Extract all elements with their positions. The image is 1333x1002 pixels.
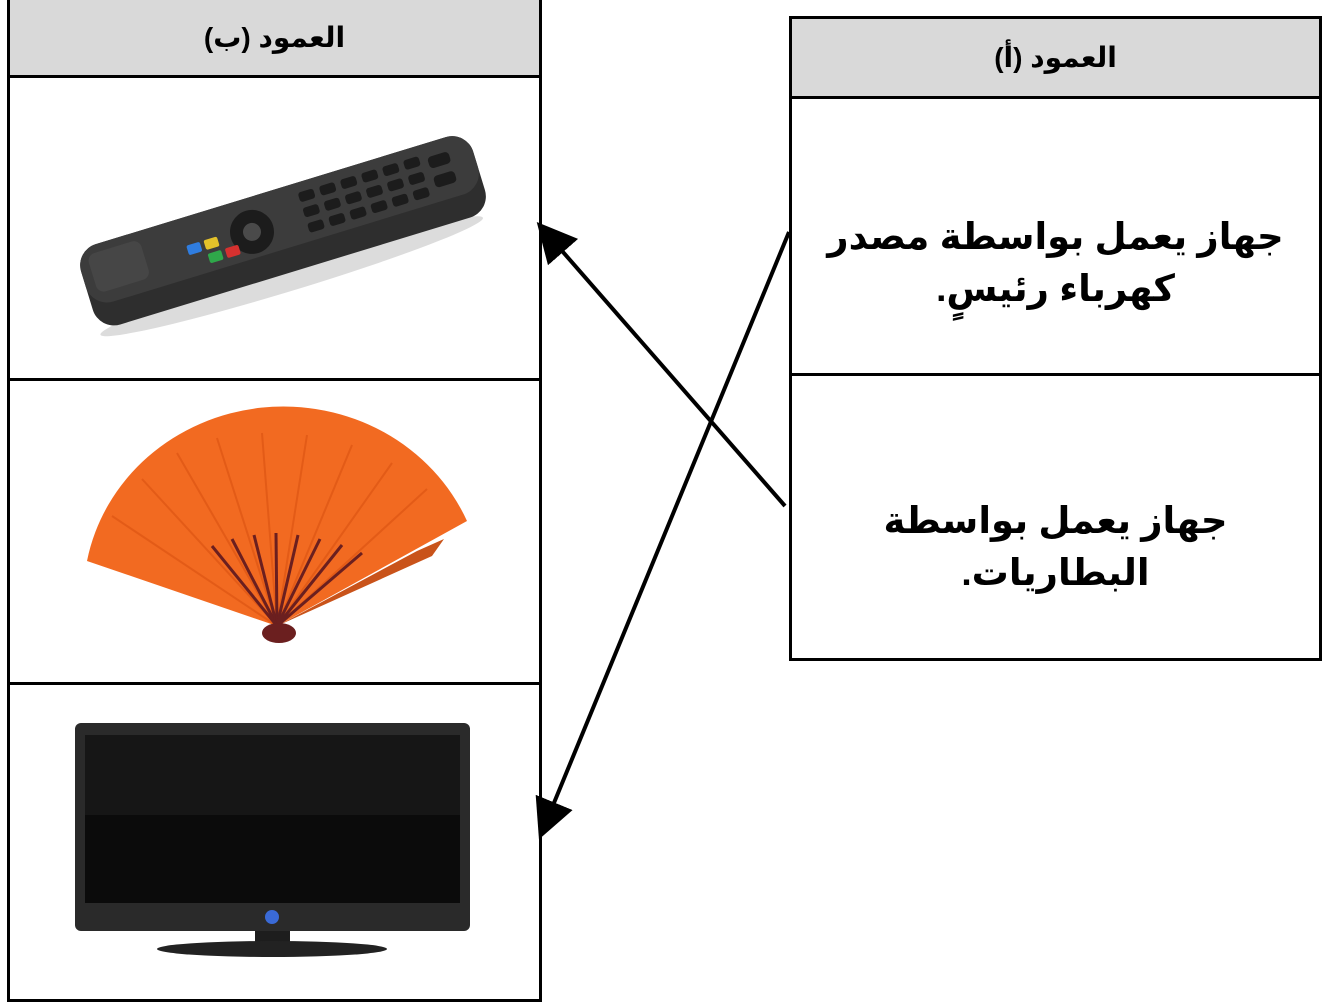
column-a-header: العمود (أ) <box>792 19 1319 99</box>
remote-control-image <box>80 136 486 337</box>
battery-statement: جهاز يعمل بواسطة البطاريات. <box>883 500 1228 593</box>
column-b-table: العمود (ب) <box>7 0 542 1002</box>
column-b-cell-tv[interactable] <box>10 685 539 999</box>
hand-fan-image <box>87 406 467 643</box>
column-b-header: العمود (ب) <box>10 0 539 78</box>
column-a-table: العمود (أ) جهاز يعمل بواسطة مصدر كهرباء … <box>789 16 1322 661</box>
mains-power-statement: جهاز يعمل بواسطة مصدر كهرباء رئيسٍ. <box>827 216 1284 309</box>
arrow-battery-to-remote <box>536 221 787 508</box>
column-a-cell-battery[interactable]: جهاز يعمل بواسطة البطاريات. <box>792 376 1319 658</box>
arrow-mains-to-tv <box>535 231 791 840</box>
column-b-cell-fan[interactable] <box>10 381 539 685</box>
television-image <box>75 723 470 957</box>
column-b-cell-remote[interactable] <box>10 78 539 381</box>
column-a-cell-mains[interactable]: جهاز يعمل بواسطة مصدر كهرباء رئيسٍ. <box>792 99 1319 376</box>
